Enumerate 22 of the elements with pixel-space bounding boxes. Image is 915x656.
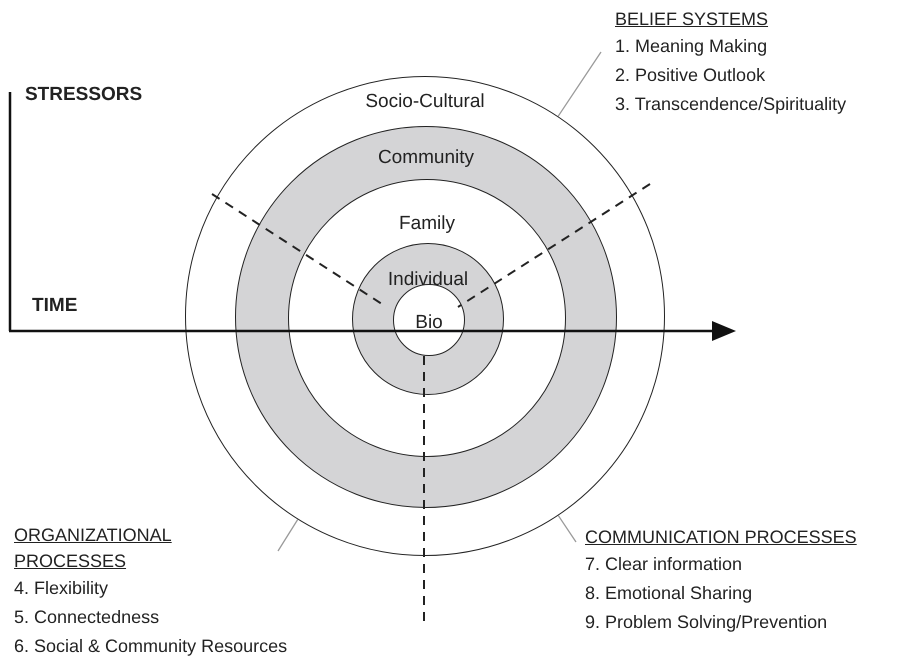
list-item: 7. Clear information [585,553,742,576]
ring-label: Bio [415,312,443,334]
ring-label: Community [378,147,474,169]
group-heading: BELIEF SYSTEMS [615,8,768,31]
list-item: 6. Social & Community Resources [14,635,288,656]
list-item: 9. Problem Solving/Prevention [585,611,828,634]
list-item: 5. Connectedness [14,606,160,629]
list-item: 3. Transcendence/Spirituality [615,93,846,116]
leader-line [558,52,602,117]
list-item: 1. Meaning Making [615,35,768,58]
axis-label: TIME [32,295,78,317]
ring-label: Individual [388,269,468,291]
axis-label: STRESSORS [25,84,142,106]
ring-label: Family [399,213,455,235]
leader-line [558,515,577,542]
list-item: 4. Flexibility [14,577,108,600]
list-item: 2. Positive Outlook [615,64,766,87]
leader-line [277,519,298,552]
list-item: 8. Emotional Sharing [585,582,752,605]
group-heading: ORGANIZATIONAL PROCESSES [14,524,173,573]
ring-label: Socio-Cultural [365,91,485,113]
group-heading: COMMUNICATION PROCESSES [585,526,857,549]
